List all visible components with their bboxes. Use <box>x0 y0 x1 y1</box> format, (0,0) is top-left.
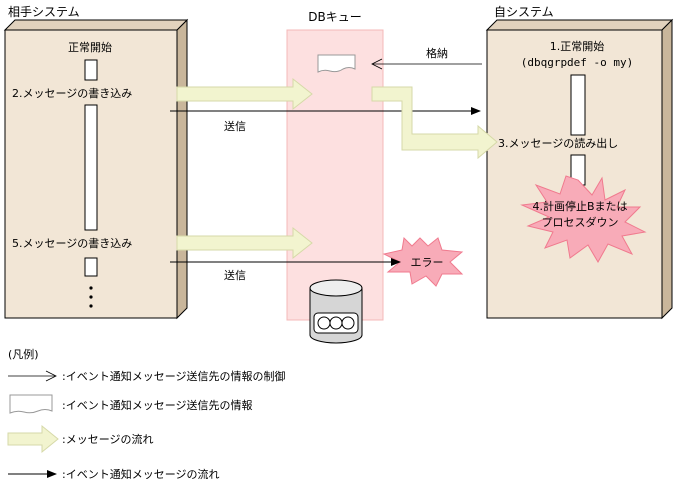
legend-block-arrow-symbol <box>7 424 59 454</box>
error-label: エラー <box>411 256 444 269</box>
step2-label: 2.メッセージの書き込み <box>12 86 132 100</box>
normal-start-label: 正常開始 <box>68 40 112 54</box>
legend-item-3: :メッセージの流れ <box>62 432 154 446</box>
legend-item-2: :イベント通知メッセージ送信先の情報 <box>62 398 253 412</box>
self-system-title: 自システム <box>494 5 554 19</box>
message-flow-arrow-1 <box>176 77 313 111</box>
continuation-dot <box>89 304 93 308</box>
dbq-band <box>286 29 384 321</box>
continuation-dot <box>89 295 93 299</box>
send-label-2: 送信 <box>224 268 246 282</box>
legend-title: (凡例) <box>8 347 39 361</box>
partner-activation-1 <box>84 59 98 81</box>
step1-label: 1.正常開始 <box>550 39 605 53</box>
message-flow-arrow-2 <box>176 226 313 260</box>
message-flow-arrow-read <box>371 86 498 160</box>
partner-activation-2 <box>84 104 98 231</box>
legend-open-arrow-head <box>45 370 57 382</box>
step4-label-line1: 4.計画停止Bまたは <box>532 199 627 213</box>
failure-burst <box>520 175 647 264</box>
command-label: (dbqgrpdef -o my) <box>521 56 634 69</box>
store-arrow-head <box>371 58 383 70</box>
partner-activation-3 <box>84 257 98 277</box>
legend-item-4: :イベント通知メッセージの流れ <box>62 467 220 481</box>
error-burst <box>382 236 464 287</box>
partner-system-title: 相手システム <box>8 5 80 19</box>
document-icon <box>317 54 356 73</box>
store-label: 格納 <box>426 46 448 60</box>
legend-item-1: :イベント通知メッセージ送信先の情報の制御 <box>62 369 286 383</box>
step5-label: 5.メッセージの書き込み <box>12 236 132 250</box>
step4-label-line2: プロセスダウン <box>542 215 619 229</box>
self-activation-1 <box>570 74 586 136</box>
database-icon <box>309 279 363 344</box>
continuation-dot <box>89 286 93 290</box>
step3-label: 3.メッセージの読み出し <box>498 136 618 150</box>
dbq-title: DBキュー <box>308 10 361 24</box>
legend-document-symbol <box>9 394 53 414</box>
send-label-1: 送信 <box>224 119 246 133</box>
